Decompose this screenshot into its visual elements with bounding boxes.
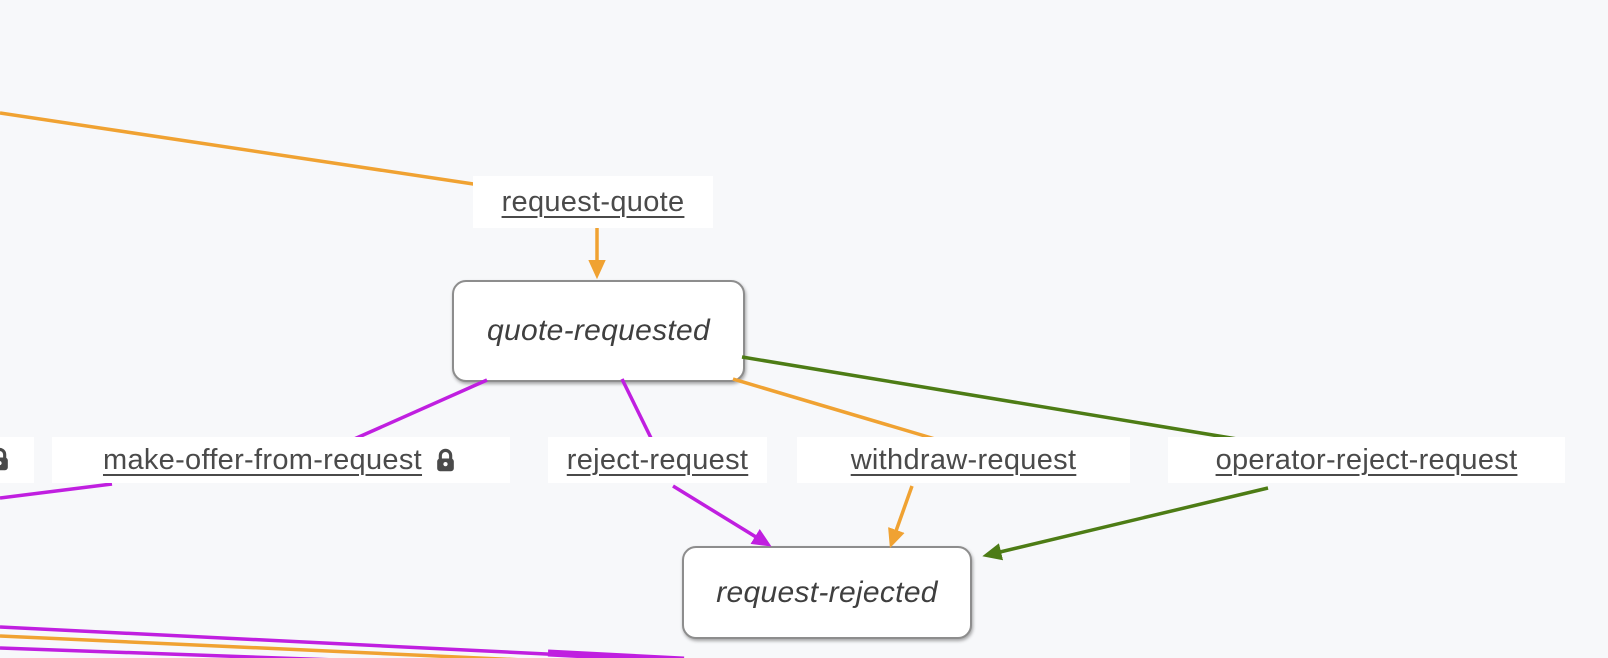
transition-request-quote-label: request-quote [501,185,685,218]
edge-reject-request-to-request-rejected [672,484,772,547]
transition-make-offer-from-request-label: make-offer-from-request [102,443,423,476]
edge-incoming-to-request-quote [0,111,481,187]
lock-icon [0,447,8,471]
node-request-rejected: request-rejected [682,546,972,639]
transition-withdraw-request-label: withdraw-request [850,443,1077,476]
transition-reject-request[interactable]: reject-request [548,437,767,483]
node-quote-requested-label: quote-requested [487,314,710,347]
edge-operator-reject-to-request-rejected [982,486,1269,561]
lock-icon [437,448,454,471]
edge-bottom-left-wedge [547,649,685,658]
transition-withdraw-request[interactable]: withdraw-request [797,437,1130,483]
transition-reject-request-label: reject-request [566,443,749,476]
edge-quote-requested-to-reject-request [620,378,654,441]
edge-bottom-left-edge-3 [0,646,330,658]
edge-quote-requested-to-make-offer [351,378,488,442]
transition-make-offer-from-request[interactable]: make-offer-from-request [52,437,510,483]
edge-make-offer-outgoing [0,482,113,500]
edge-bottom-left-edge-1 [0,625,663,658]
transition-offscreen-locked-stub[interactable] [0,437,34,483]
edge-withdraw-request-to-request-rejected [888,485,914,549]
edge-bottom-left-edge-2 [0,634,518,658]
transition-operator-reject-request[interactable]: operator-reject-request [1168,437,1565,483]
transition-request-quote[interactable]: request-quote [473,176,713,228]
edge-quote-requested-to-operator-reject [741,355,1238,441]
node-request-rejected-label: request-rejected [716,575,938,609]
edge-quote-requested-to-withdraw-request [732,377,936,441]
node-quote-requested: quote-requested [452,280,745,382]
transition-operator-reject-request-label: operator-reject-request [1215,443,1518,476]
